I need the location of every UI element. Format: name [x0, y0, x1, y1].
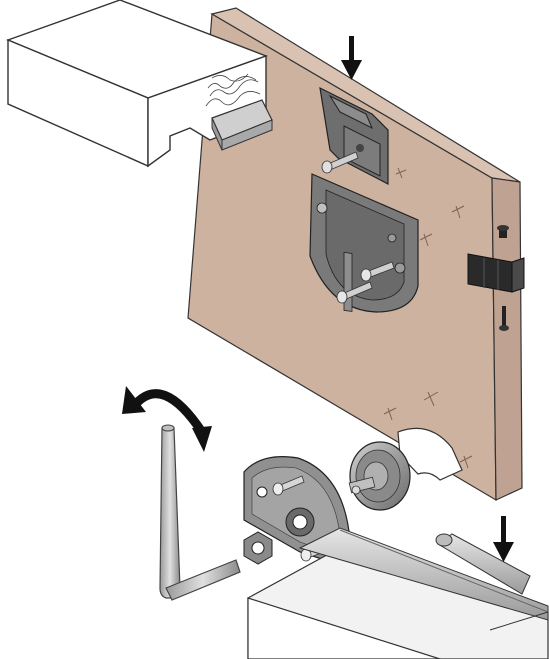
- allen-key: [159, 424, 241, 601]
- hanger-plate: [309, 173, 419, 313]
- roller-wheel: [348, 441, 411, 511]
- guide-screw-bottom-icon: [499, 306, 509, 331]
- floor-guide: [467, 225, 525, 331]
- end-stop-cap: [435, 533, 531, 595]
- header-beam: [6, 0, 269, 168]
- guide-screw-top-icon: [497, 225, 509, 238]
- rotation-arrow-icon: [122, 386, 212, 452]
- top-mounting-bracket: [319, 86, 389, 185]
- plate-screw-upper-icon: [272, 475, 305, 496]
- track-clip: [211, 99, 273, 151]
- down-arrow-bottom-icon: [493, 516, 514, 562]
- bracket-screw-icon: [321, 151, 359, 174]
- hanger-screw-upper-icon: [360, 261, 395, 282]
- down-arrow-top-icon: [341, 36, 362, 80]
- hanger-screw-lower-icon: [336, 281, 373, 304]
- hex-nut-icon: [243, 531, 273, 565]
- bottom-track: [247, 527, 549, 659]
